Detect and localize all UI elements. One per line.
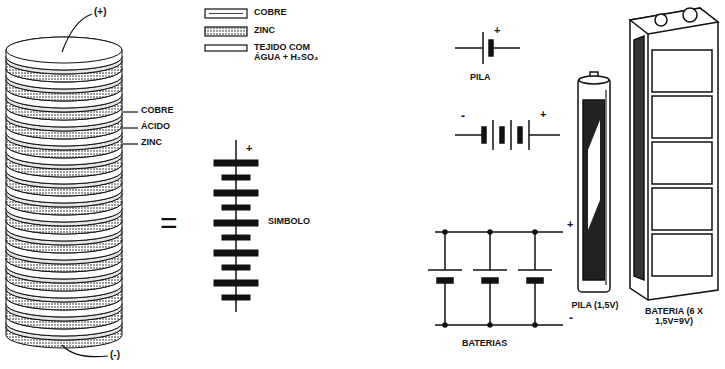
cell-symbol bbox=[455, 32, 520, 64]
component-caption: BATERIA (6 X 1,5V=9V) bbox=[628, 306, 720, 327]
polarity-sign: + bbox=[540, 108, 546, 121]
legend-swatches bbox=[205, 9, 247, 51]
nine-volt-battery bbox=[630, 8, 718, 300]
symbol-caption: BATERIAS bbox=[462, 338, 507, 348]
part-name: ÁCIDO bbox=[141, 121, 170, 131]
battery-symbol bbox=[455, 120, 560, 150]
pile-disc bbox=[6, 37, 122, 70]
terminal-label: (+) bbox=[94, 6, 107, 18]
polarity-sign: + bbox=[494, 24, 500, 37]
legend-text: ZINC bbox=[254, 25, 275, 35]
part-name: COBRE bbox=[141, 105, 174, 115]
equals-sign: = bbox=[160, 208, 178, 238]
aa-cell bbox=[578, 72, 610, 292]
polarity-sign: + bbox=[567, 218, 573, 231]
symbol-caption: SIMBOLO bbox=[268, 216, 310, 226]
pile-disc-top bbox=[6, 37, 122, 63]
symbol-caption: PILA bbox=[470, 72, 491, 82]
voltaic-pile bbox=[6, 37, 122, 348]
pile-symbol bbox=[214, 140, 258, 312]
legend-text: TEJIDO COM ÁGUA + H₂SO₄ bbox=[254, 42, 326, 63]
component-caption: PILA (1,5V) bbox=[570, 300, 620, 310]
part-name: ZINC bbox=[141, 137, 162, 147]
polarity-sign: - bbox=[461, 110, 465, 124]
polarity-sign: - bbox=[569, 312, 573, 326]
parallel-batteries bbox=[428, 230, 563, 327]
legend-text: COBRE bbox=[254, 7, 287, 17]
polarity-sign: + bbox=[246, 142, 252, 155]
leader-lines bbox=[62, 14, 138, 357]
terminal-label: (-) bbox=[110, 349, 120, 361]
